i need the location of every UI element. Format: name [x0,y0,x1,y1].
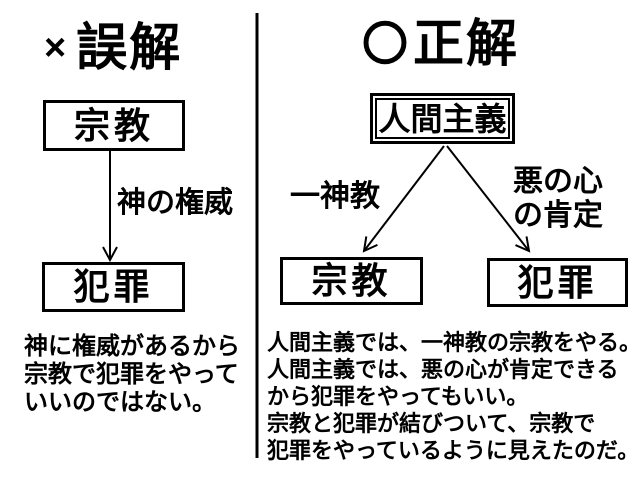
cross-mark-icon: × [44,26,67,69]
note-line: から犯罪をやってもいい。 [267,384,529,409]
note-line: 神に権威があるから [24,333,240,360]
right-panel-heading: 〇 正解 [362,18,519,69]
node-religion-left-label: 宗教 [73,104,154,146]
note-line: 人間主義では、悪の心が肯定できる [267,357,619,382]
right-panel-note: 人間主義では、一神教の宗教をやる。 人間主義では、悪の心が肯定できる から犯罪を… [267,329,640,464]
node-religion-right-label: 宗教 [311,260,392,301]
edge-label-affirm-evil-heart: 悪の心 の肯定 [513,165,603,233]
edge-label-gods-authority: 神の権威 [117,187,234,219]
left-panel-note: 神に権威があるから 宗教で犯罪をやって いいのではない。 [24,333,240,417]
edge-label-line: 悪の心 [513,165,603,198]
left-heading-label: 誤解 [76,19,183,76]
node-crime-right-label: 犯罪 [517,261,598,303]
note-line: 宗教で犯罪をやって [24,361,239,388]
node-crime-left-label: 犯罪 [73,266,154,307]
edge-label-line: の肯定 [513,199,603,232]
node-religion-left: 宗教 [43,100,185,151]
left-panel-heading: × 誤解 [44,22,182,73]
circle-mark-icon: 〇 [362,17,408,70]
arrow-humanism-to-crime [446,145,531,253]
right-heading-label: 正解 [413,15,520,72]
node-humanism: 人間主義 [370,93,515,144]
node-religion-right: 宗教 [280,257,423,305]
node-crime-left: 犯罪 [42,262,185,312]
edge-label-monotheism: 一神教 [290,180,380,213]
note-line: 宗教と犯罪が結びついて、宗教で [267,411,596,436]
arrow-humanism-to-religion [362,145,445,253]
note-line: 犯罪をやっているように見えたのだ。 [267,438,640,463]
node-humanism-label: 人間主義 [378,100,507,137]
note-line: 人間主義では、一神教の宗教をやる。 [267,330,640,355]
note-line: いいのではない。 [24,389,216,416]
node-crime-right: 犯罪 [487,258,628,307]
